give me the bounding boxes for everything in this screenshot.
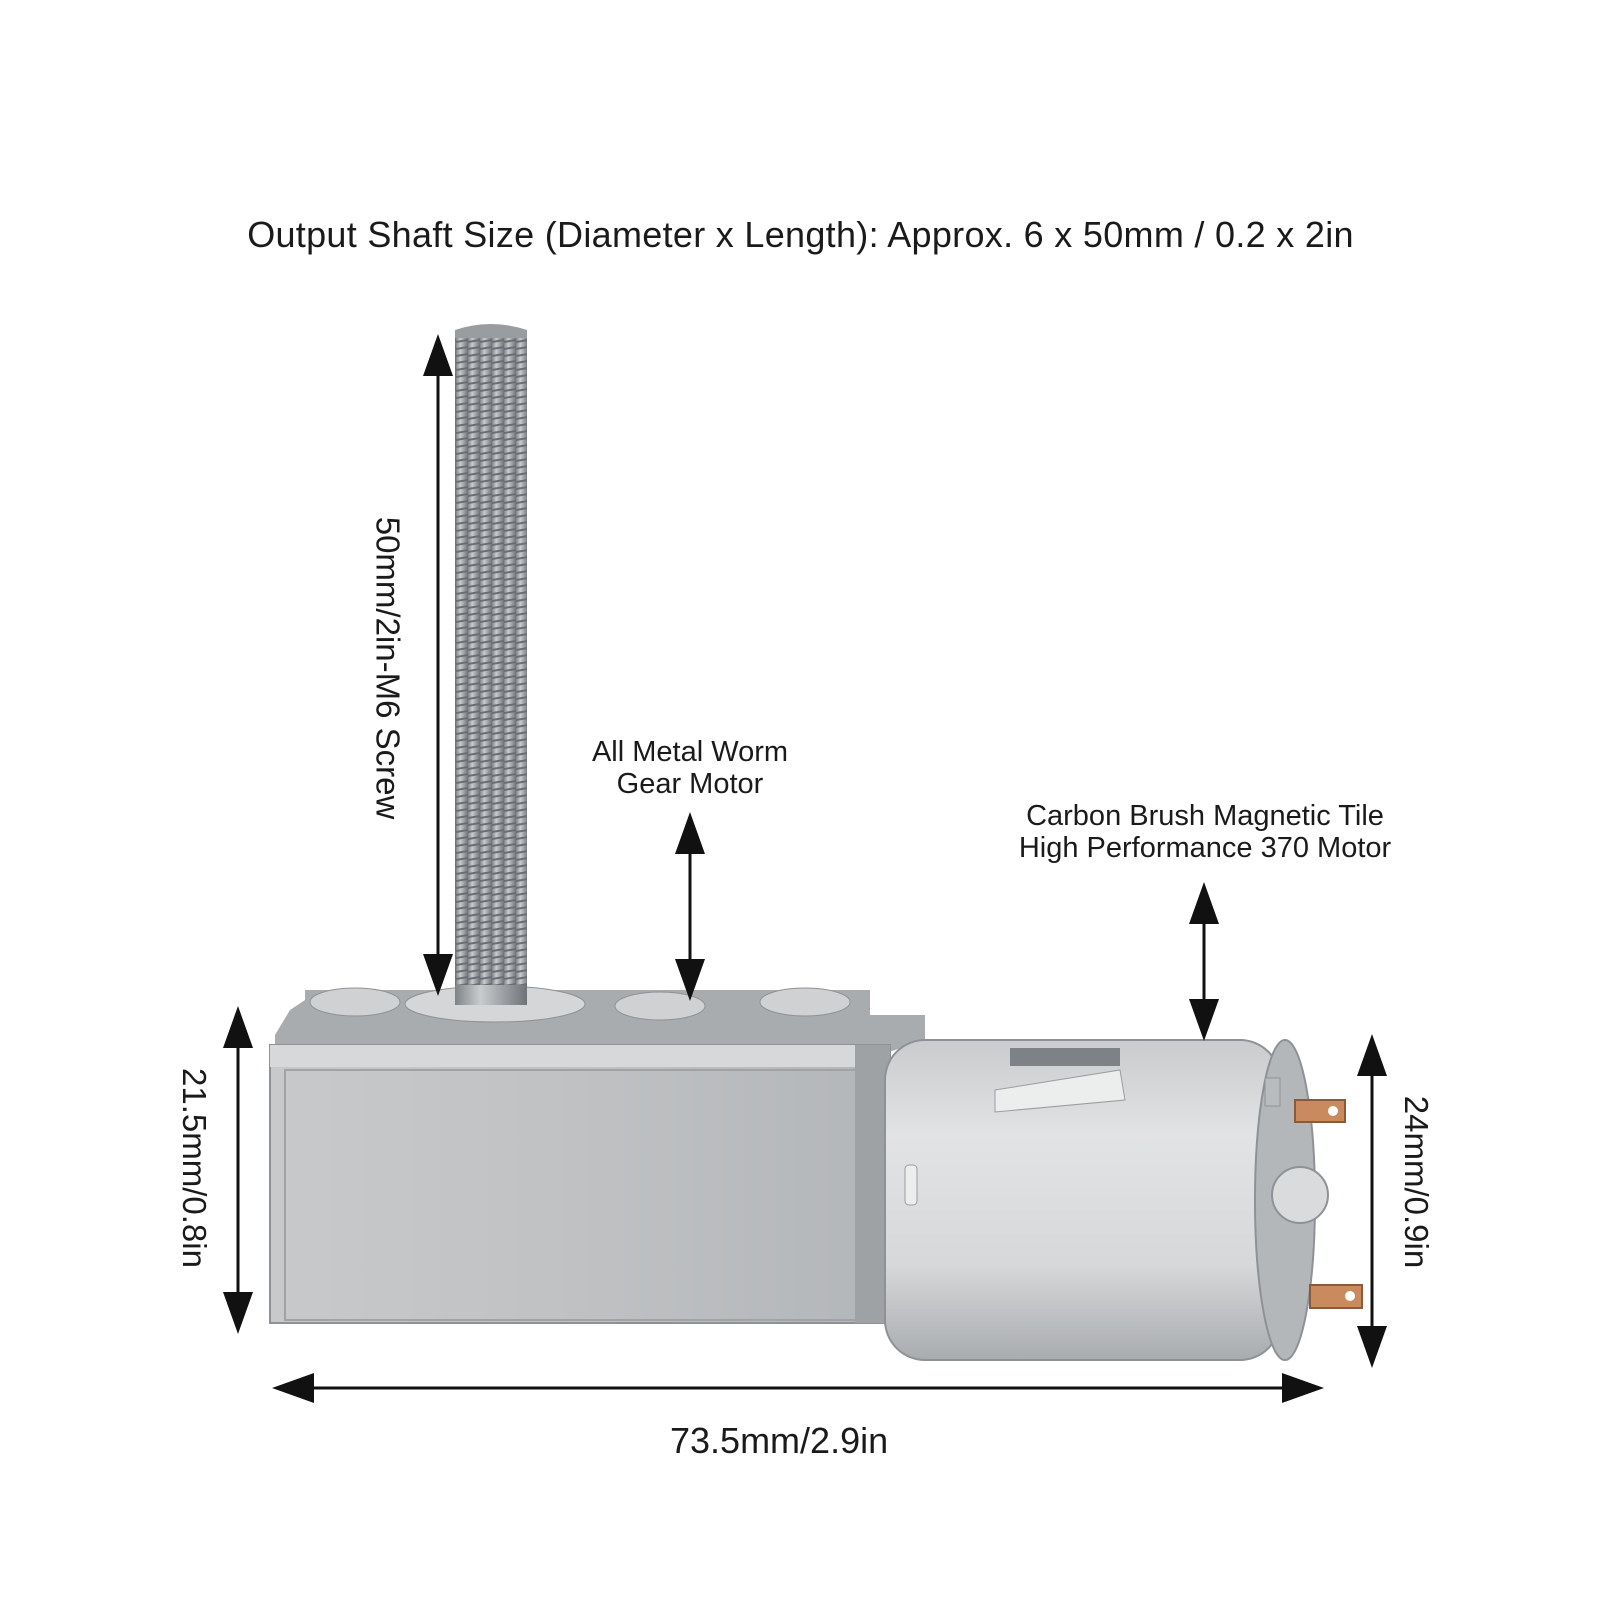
screw-length-label: 50mm/2in-M6 Screw (369, 516, 407, 820)
gearbox-body (269, 1044, 891, 1324)
motor-terminal-top (1264, 1077, 1346, 1123)
page-title: Output Shaft Size (Diameter x Length): A… (247, 214, 1354, 255)
motor-label-line2: High Performance 370 Motor (1018, 832, 1392, 864)
motor-label-line1: Carbon Brush Magnetic Tile (1026, 800, 1384, 832)
gearbox-label-line2: Gear Motor (616, 768, 764, 800)
gearbox-label: All Metal Worm Gear Motor (560, 736, 820, 800)
motor-diameter-label: 24mm/0.9in (1398, 1095, 1436, 1269)
gearbox-height-label: 21.5mm/0.8in (175, 1068, 213, 1268)
output-screw (455, 324, 527, 1000)
gearbox-label-line1: All Metal Worm (591, 736, 789, 768)
total-length-label: 73.5mm/2.9in (670, 1420, 889, 1461)
motor-terminal-bottom (1309, 1284, 1363, 1309)
motor-label: Carbon Brush Magnetic Tile High Performa… (960, 800, 1450, 864)
motor-cylinder (884, 1039, 1329, 1361)
